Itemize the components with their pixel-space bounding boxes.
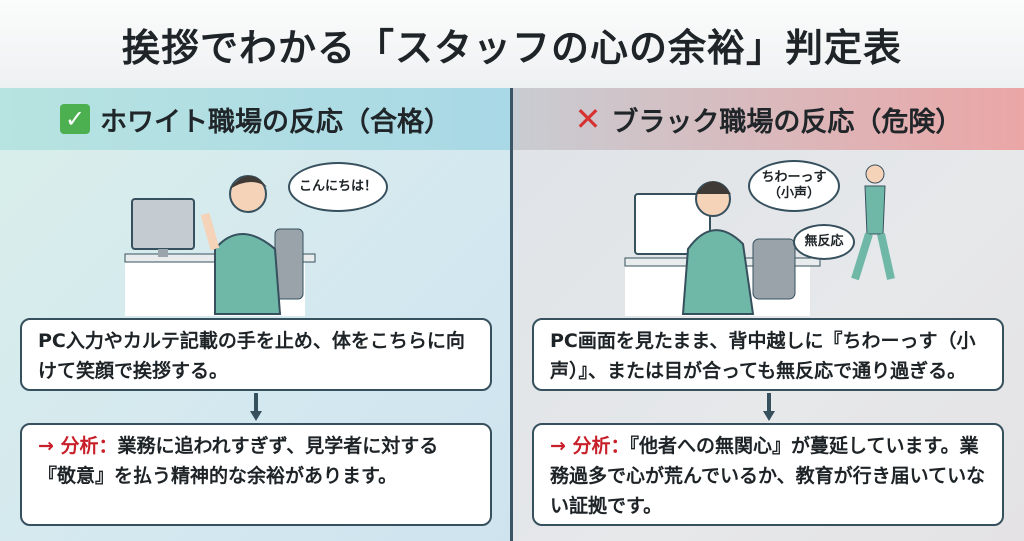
analysis-label: → 分析： [38, 435, 118, 457]
white-workplace-panel: ✓ ホワイト職場の反応（合格） こんにちは！ PC入力やカルテ記載の手を止め、体… [0, 88, 511, 541]
header-label: ホワイト職場の反応（合格） [100, 106, 451, 138]
analysis-text: 業務に追われすぎず、見学者に対する『敬意』を払う精神的な余裕があります。 [38, 435, 439, 487]
cross-icon: ✕ [574, 100, 602, 138]
black-workplace-panel: ✕ ブラック職場の反応（危険） ちわーっす（小声） 無反応 PC画面を見たまま、… [513, 88, 1024, 541]
page-title: 挨拶でわかる「スタッフの心の余裕」判定表 [0, 0, 1024, 88]
indifferent-staff-illustration: ちわーっす（小声） 無反応 [513, 154, 1024, 316]
white-situation-box: PC入力やカルテ記載の手を止め、体をこちらに向けて笑顔で挨拶する。 [20, 318, 492, 391]
white-analysis-box: → 分析：業務に追われすぎず、見学者に対する『敬意』を払う精神的な余裕があります… [20, 423, 492, 526]
black-situation-box: PC画面を見たまま、背中越しに『ちわーっす（小声）』、または目が合っても無反応で… [532, 318, 1004, 391]
black-analysis-box: → 分析：『他者への無関心』が蔓延しています。業務過多で心が荒んでいるか、教育が… [532, 423, 1004, 526]
black-workplace-header: ✕ ブラック職場の反応（危険） [513, 88, 1024, 150]
panel-divider [510, 88, 513, 541]
analysis-text: 『他者への無関心』が蔓延しています。業務過多で心が荒んでいるか、教育が行き届いて… [550, 435, 986, 517]
white-workplace-header: ✓ ホワイト職場の反応（合格） [0, 88, 511, 150]
mumble-bubble: ちわーっす（小声） [748, 160, 840, 212]
no-response-bubble: 無反応 [793, 224, 855, 260]
arrow-down-icon [250, 393, 262, 421]
greeting-bubble: こんにちは！ [288, 162, 388, 212]
arrow-down-icon [763, 393, 775, 421]
header-label: ブラック職場の反応（危険） [611, 106, 963, 138]
check-icon: ✓ [60, 104, 90, 134]
analysis-label: → 分析： [550, 435, 630, 457]
friendly-staff-illustration: こんにちは！ [0, 154, 511, 316]
